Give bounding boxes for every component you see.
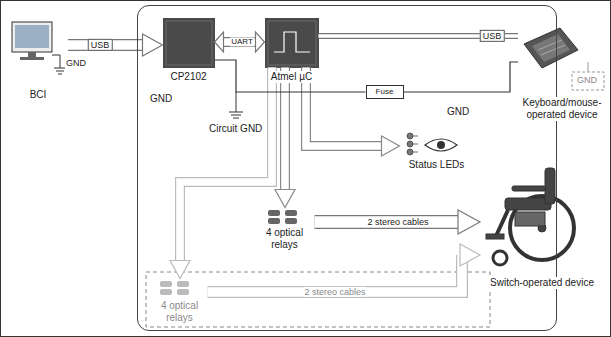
circuit-ground-symbol xyxy=(229,92,243,118)
node-label: GND xyxy=(149,93,173,105)
node-label: 4 optical relays xyxy=(154,300,206,324)
connector-line xyxy=(215,60,366,92)
node-label: CP2102 xyxy=(169,71,207,83)
connector-line xyxy=(315,215,460,229)
connector-line xyxy=(404,62,519,92)
connector xyxy=(215,32,265,52)
keyboard-device-icon xyxy=(524,28,604,90)
relay-icons-optional xyxy=(160,281,189,295)
connector xyxy=(315,210,481,234)
node-label: 4 optical relays xyxy=(257,227,313,251)
relay-group: 4 optical relays xyxy=(152,279,208,325)
connector-line xyxy=(223,37,257,47)
connector-core xyxy=(306,68,383,147)
connector xyxy=(68,34,163,56)
fuse-box: Fuse xyxy=(366,85,404,99)
relay-icons xyxy=(268,210,297,224)
connector xyxy=(404,62,519,92)
ground-label: GND xyxy=(65,58,87,69)
device-node: Switch-operated device xyxy=(480,160,604,290)
node-label: Switch-operated device xyxy=(489,277,595,289)
connector xyxy=(215,60,366,92)
ground-label: Circuit GND xyxy=(208,123,263,135)
eye-symbol xyxy=(425,139,457,151)
connector xyxy=(208,244,481,292)
connector-core xyxy=(315,216,460,228)
connector-core xyxy=(281,68,289,191)
node-label: Fuse xyxy=(375,88,395,96)
connector-label: UART xyxy=(230,37,254,46)
node-label: Atmel µC xyxy=(270,71,313,83)
arrow-head xyxy=(458,210,480,234)
status-led-symbols xyxy=(407,133,418,155)
connector-label: USB xyxy=(88,39,113,51)
chip: CP2102 xyxy=(163,18,215,68)
arrow-head xyxy=(215,32,224,52)
arrow-head xyxy=(256,32,265,52)
connector xyxy=(306,68,400,157)
chip: Atmel µC xyxy=(265,18,319,68)
node-label: BCI xyxy=(29,89,48,101)
computer-node: BCI xyxy=(8,18,68,102)
arrow-head xyxy=(170,261,190,279)
connector xyxy=(275,68,295,208)
led-group: Status LEDs xyxy=(400,128,474,172)
ground-label: GND xyxy=(446,106,470,118)
chips xyxy=(163,18,319,68)
arrow-head xyxy=(143,34,163,56)
connector-label: 2 stereo cables xyxy=(366,217,429,227)
relay-group: 4 optical relays xyxy=(255,208,315,252)
node-label: Status LEDs xyxy=(408,159,466,171)
connector-core xyxy=(223,38,257,46)
wheelchair-icon xyxy=(486,168,574,265)
connector-line xyxy=(306,68,383,147)
arrow-head xyxy=(460,244,480,266)
connector-label: 2 stereo cables xyxy=(303,287,366,297)
connector-line xyxy=(280,68,290,191)
optional-relay-group xyxy=(146,272,490,327)
connector-line xyxy=(68,39,144,51)
arrow-head xyxy=(275,190,295,208)
ground-label: GND xyxy=(576,75,598,86)
computer-icon xyxy=(12,22,66,74)
arrow-head xyxy=(382,136,400,156)
device-node: Keyboard/mouse-operated device xyxy=(518,18,606,122)
connector-label: USB xyxy=(480,30,505,42)
node-label: Keyboard/mouse-operated device xyxy=(520,97,604,121)
